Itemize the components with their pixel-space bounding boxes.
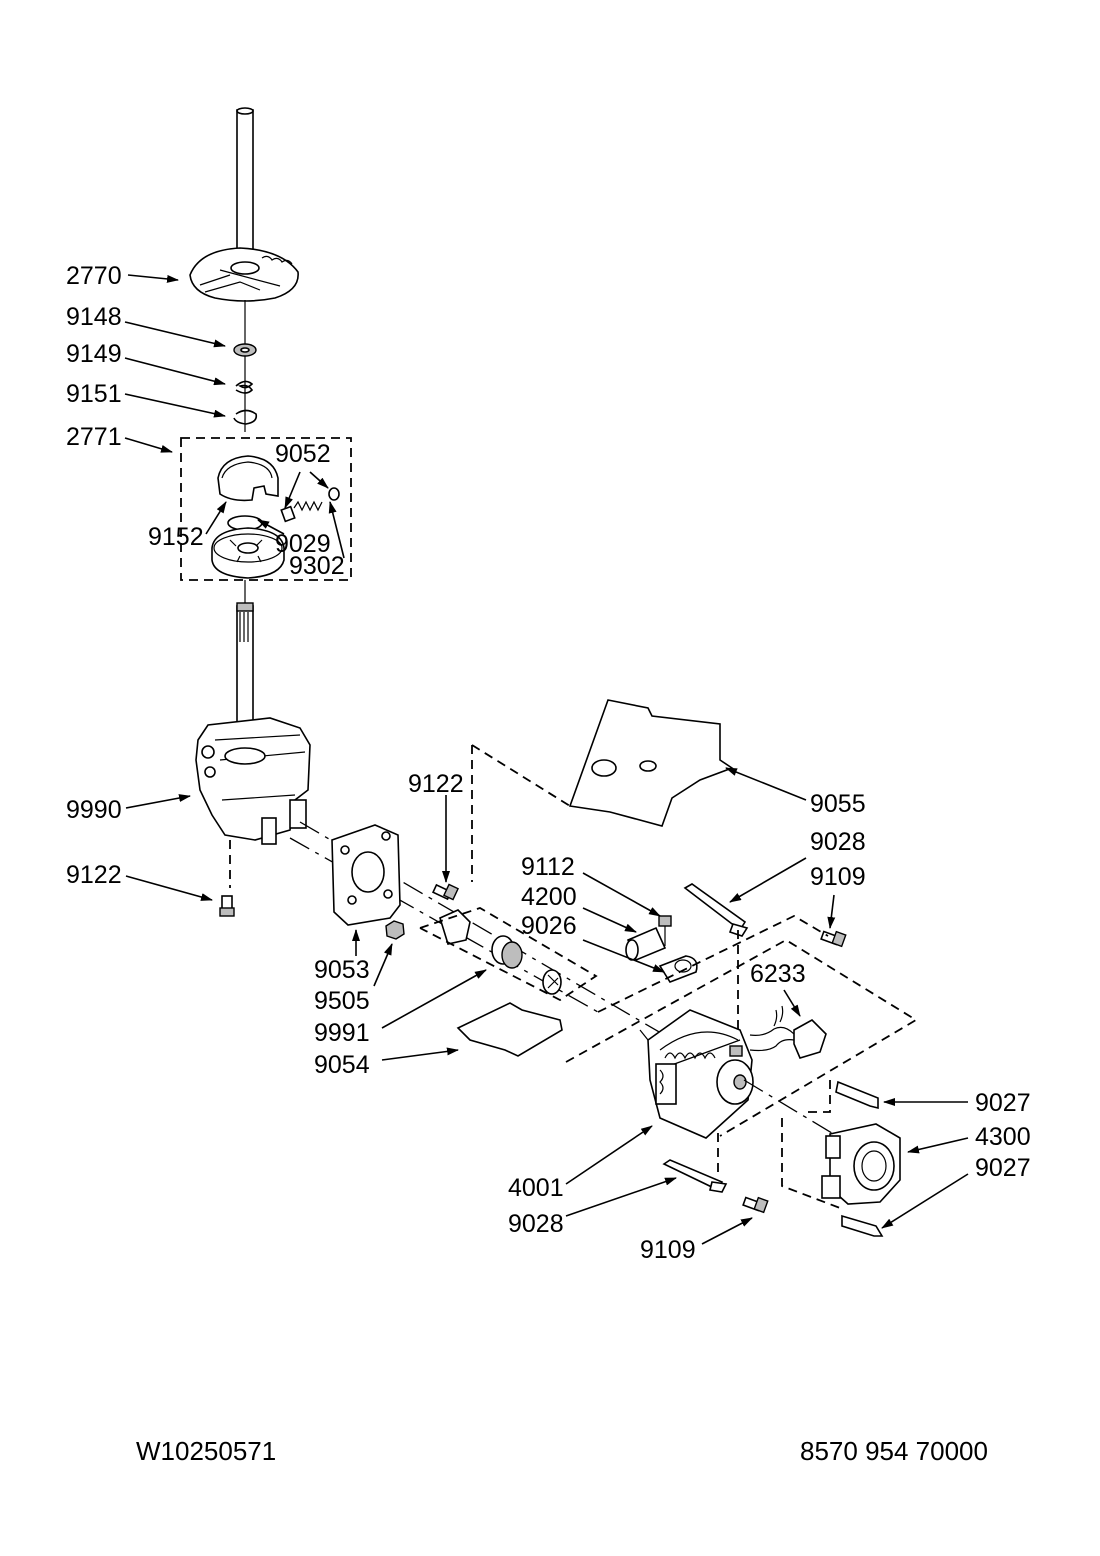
callout-4300: 4300: [975, 1123, 1031, 1151]
callout-9152: 9152: [148, 523, 204, 551]
part-9052-spring: [280, 487, 340, 523]
part-9122-bolt-lower: [219, 895, 235, 917]
part-9026-clamp: [658, 955, 698, 983]
part-9991-motor-coupler: [419, 907, 598, 1002]
part-9053-mounting-plate: [331, 824, 401, 926]
part-9152-clutch-band: [217, 455, 279, 502]
callout-9109-lower: 9109: [640, 1236, 696, 1264]
leader-lines: [124, 274, 969, 1245]
footer-model-number-right: 8570 954 70000: [800, 1436, 988, 1466]
part-9027-clip-lower: [841, 1214, 884, 1237]
callout-9109-upper: 9109: [810, 863, 866, 891]
part-9148-washer: [233, 343, 257, 357]
callout-9028-lower: 9028: [508, 1210, 564, 1238]
part-9055-shield: [568, 699, 734, 827]
part-9990-gearcase: [195, 717, 311, 888]
callout-9112: 9112: [521, 853, 575, 881]
callout-9028-upper: 9028: [810, 828, 866, 856]
callout-9026: 9026: [521, 912, 577, 940]
guide-line-9122-b: [471, 744, 571, 807]
part-9112-screw: [658, 915, 672, 946]
part-6233-switch: [749, 1005, 827, 1059]
callout-9991: 9991: [314, 1019, 370, 1047]
part-9505-nut: [385, 920, 405, 940]
callout-9027-lower: 9027: [975, 1154, 1031, 1182]
callout-9053: 9053: [314, 956, 370, 984]
drive-shaft-lower: [236, 580, 254, 757]
callout-9990: 9990: [66, 796, 122, 824]
callout-9055: 9055: [810, 790, 866, 818]
part-2770-clutch-assembly: [189, 247, 299, 432]
part-9028-strap-lower: [662, 1159, 728, 1193]
callout-6233: 6233: [750, 960, 806, 988]
axis-line-gearcase: [299, 821, 691, 1051]
callout-9052: 9052: [275, 440, 331, 468]
callout-9148: 9148: [66, 303, 122, 331]
callout-9029: 9029: [275, 530, 331, 558]
part-9109-screw-upper: [820, 930, 847, 948]
agitator-shaft-upper: [236, 107, 254, 266]
guide-line-pump: [781, 1118, 841, 1209]
callout-9505: 9505: [314, 987, 370, 1015]
part-9151-retaining-ring: [233, 409, 258, 425]
guide-line-clip: [808, 1080, 831, 1113]
callout-9302: 9302: [289, 552, 345, 580]
motor-region-dashed-box-b: [597, 914, 829, 1013]
callout-2770: 2770: [66, 262, 122, 290]
part-4300-pump: [821, 1123, 901, 1205]
callout-4001: 4001: [508, 1174, 564, 1202]
kit-2771-dashed-box: [180, 437, 352, 581]
part-4001-motor: [639, 1009, 754, 1139]
part-9109-screw-lower: [742, 1196, 769, 1214]
callout-9122-lower: 9122: [66, 861, 122, 889]
callout-9027-upper: 9027: [975, 1089, 1031, 1117]
callout-9151: 9151: [66, 380, 122, 408]
callout-2771: 2771: [66, 423, 122, 451]
part-9029-drive-hub: [211, 515, 285, 579]
footer-part-number-left: W10250571: [136, 1436, 276, 1466]
part-9027-clip-upper: [835, 1080, 879, 1110]
part-9149-spring-washer: [235, 380, 254, 394]
motor-region-dashed-box: [565, 938, 918, 1137]
part-9028-strap-upper: [683, 883, 749, 937]
callout-9122-upper: 9122: [408, 770, 464, 798]
part-4200-capacitor: [625, 926, 667, 962]
callout-9149: 9149: [66, 340, 122, 368]
part-9122-bolt-upper: [431, 883, 459, 901]
callout-9054: 9054: [314, 1051, 370, 1079]
callout-4200: 4200: [521, 883, 577, 911]
part-9054-gasket: [456, 1002, 563, 1057]
